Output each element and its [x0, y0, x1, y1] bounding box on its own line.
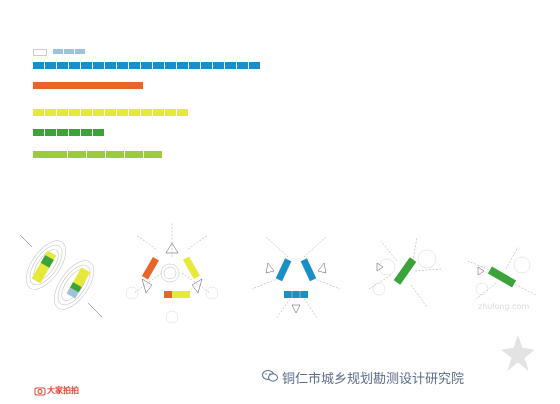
program-bar-cell: [105, 109, 116, 116]
program-bar-cell: [189, 62, 200, 69]
wechat-icon: [262, 370, 278, 382]
program-bar-cell: [99, 82, 110, 89]
diagram-view-forest: [368, 236, 442, 308]
program-bar-cell: [57, 62, 68, 69]
program-bar-cell: [57, 109, 68, 116]
program-bar-cell: [129, 62, 140, 69]
institute-name: 铜仁市城乡规划勘测设计研究院: [282, 372, 465, 387]
program-bar-cell: [237, 62, 248, 69]
diagram-visual-connection: [125, 223, 219, 324]
diagram-continuity: [19, 234, 103, 318]
program-bar-cell: [125, 151, 143, 158]
program-bar-cell: [165, 109, 176, 116]
footer-logo: 大家拍拍: [34, 385, 79, 397]
camera-icon: [34, 387, 46, 396]
program-bar-cell: [165, 62, 176, 69]
program-bar-cell: [33, 109, 44, 116]
program-bar-cell: [177, 62, 188, 69]
program-bar-cell: [81, 62, 92, 69]
program-bar-cell: [110, 82, 121, 89]
program-bar-cell: [105, 62, 116, 69]
program-bar-cell: [201, 62, 212, 69]
program-bar-cell: [69, 62, 80, 69]
legend-swatch-lightblue-2: [64, 49, 74, 54]
program-bar-cell: [117, 62, 128, 69]
program-bar-cell: [141, 62, 152, 69]
site-diagrams: [19, 223, 537, 324]
program-bar-cell: [177, 109, 188, 116]
program-bar-cell: [87, 151, 105, 158]
institute-block: 铜仁市城乡规划勘测设计研究院: [262, 366, 512, 388]
legend-swatch-lightblue-1: [53, 49, 63, 54]
program-bar-cell: [81, 129, 92, 136]
program-bar-cell: [249, 62, 260, 69]
program-bar-cell: [45, 109, 56, 116]
program-bar-cell: [66, 82, 77, 89]
program-bar-cell: [45, 129, 56, 136]
program-bar-cell: [77, 82, 88, 89]
program-bar-cell: [88, 82, 99, 89]
diagram-view-forest-2: [467, 246, 537, 300]
legend-swatch-lightblue-3: [75, 49, 85, 54]
program-bar-cell: [69, 129, 80, 136]
program-bar-cell: [57, 129, 68, 136]
program-bar-cell: [153, 109, 164, 116]
program-bar-cell: [68, 151, 86, 158]
program-bar-cell: [213, 62, 224, 69]
program-bar-cell: [33, 129, 44, 136]
program-bar-cell: [33, 62, 44, 69]
logo-text: 大家拍拍: [47, 386, 79, 395]
watermark-icon: [501, 335, 535, 371]
diagram-galleries: [251, 236, 341, 320]
program-bar-cell: [121, 82, 132, 89]
program-bar-cell: [141, 109, 152, 116]
program-bar-cell: [93, 109, 104, 116]
watermark: zhulong.com: [478, 302, 548, 374]
program-bar-cell: [93, 129, 104, 136]
program-bar-cell: [225, 62, 236, 69]
legend-header: [33, 45, 93, 56]
legend-swatch-white: [33, 49, 47, 56]
program-bar-cell: [129, 109, 140, 116]
program-bar-cell: [93, 62, 104, 69]
program-bar-cell: [44, 82, 55, 89]
program-bar-cell: [81, 109, 92, 116]
program-bar-cell: [117, 109, 128, 116]
program-bar-cell: [106, 151, 124, 158]
program-bar-cell: [69, 109, 80, 116]
program-bar-cell: [55, 82, 66, 89]
program-bar-cell: [45, 62, 56, 69]
program-bar-cell: [132, 82, 143, 89]
program-bar-cell: [153, 62, 164, 69]
watermark-url: zhulong.com: [478, 302, 530, 311]
program-bar-cell: [144, 151, 162, 158]
program-bar-cell: [33, 151, 67, 158]
program-bar-cell: [33, 82, 44, 89]
